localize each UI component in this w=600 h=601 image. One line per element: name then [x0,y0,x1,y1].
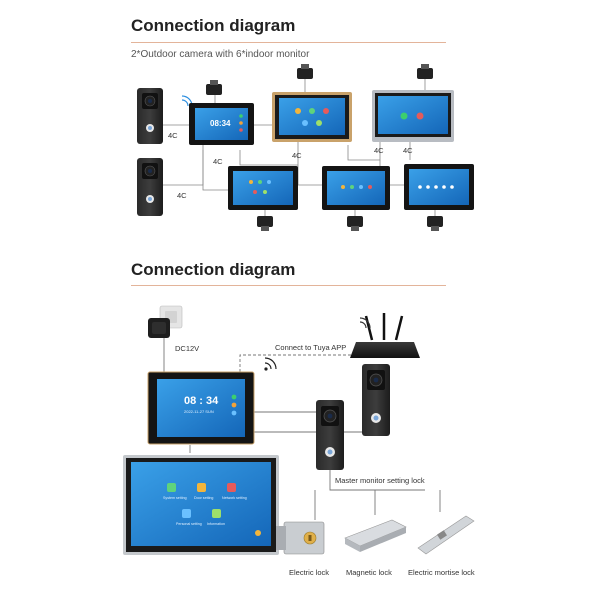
power-adapter [148,318,170,338]
magnetic-lock [344,519,407,552]
electric-mortise-lock [417,515,475,555]
menu-item-label: Personal setting [176,522,202,526]
wire-label: 4C [213,157,223,166]
power-adapter [417,64,433,79]
outdoor-camera-a [362,364,390,436]
wire-label: 4C [168,131,178,140]
system-setting-icon [167,483,176,492]
monitor-date: 2022-11-27 SUN [184,409,214,414]
lock-label: Electric lock [289,568,329,577]
section2-title: Connection diagram [131,260,296,279]
power-adapter [206,80,222,95]
section1-subtitle: 2*Outdoor camera with 6*indoor monitor [131,49,310,60]
power-label: DC12V [175,344,199,353]
master-indoor-monitor: 08 : 34 2022-11-27 SUN [147,371,255,445]
master-lock-label: Master monitor setting lock [335,476,425,485]
app-connect-label: Connect to Tuya APP [275,343,346,352]
information-icon [212,509,221,518]
section1-wire-labels: 4C 4C 4C 4C 4C 4C [168,131,413,200]
indoor-monitor-4 [228,166,298,210]
monitor-time: 08 : 34 [184,395,219,407]
outdoor-camera-b [316,400,344,470]
wifi-icon [264,357,277,371]
indoor-monitor-6 [404,164,474,210]
wifi-router [350,313,420,358]
menu-item-label: System setting [163,496,187,500]
door-setting-icon [197,483,206,492]
indoor-monitor-5 [322,166,390,210]
power-adapter [347,216,363,231]
outdoor-camera-1 [137,88,163,144]
monitor-time: 08:34 [210,119,231,128]
power-adapter [257,216,273,231]
wire-label: 4C [403,146,413,155]
wire-label: 4C [177,191,187,200]
power-adapter [297,64,313,79]
lock-label: Magnetic lock [346,568,392,577]
menu-item-label: Network setting [222,496,247,500]
lock-label: Electric mortise lock [408,568,475,577]
wifi-icon [359,317,371,329]
menu-item-label: Door setting [194,496,213,500]
wire-label: 4C [374,146,384,155]
menu-item-label: Information [207,522,225,526]
power-adapter [427,216,443,231]
indoor-monitor-3 [372,90,454,142]
personal-setting-icon [182,509,191,518]
section2-divider [131,285,446,286]
wire-label: 4C [292,151,302,160]
electric-lock [276,521,325,555]
section1-divider [131,42,446,43]
indoor-monitor-2 [272,92,352,142]
menu-indoor-monitor: System setting Door setting Network sett… [123,455,279,555]
section1-title: Connection diagram [131,16,296,35]
indoor-monitor-1: 08:34 [189,103,254,145]
network-setting-icon [227,483,236,492]
outdoor-camera-2 [137,158,163,216]
